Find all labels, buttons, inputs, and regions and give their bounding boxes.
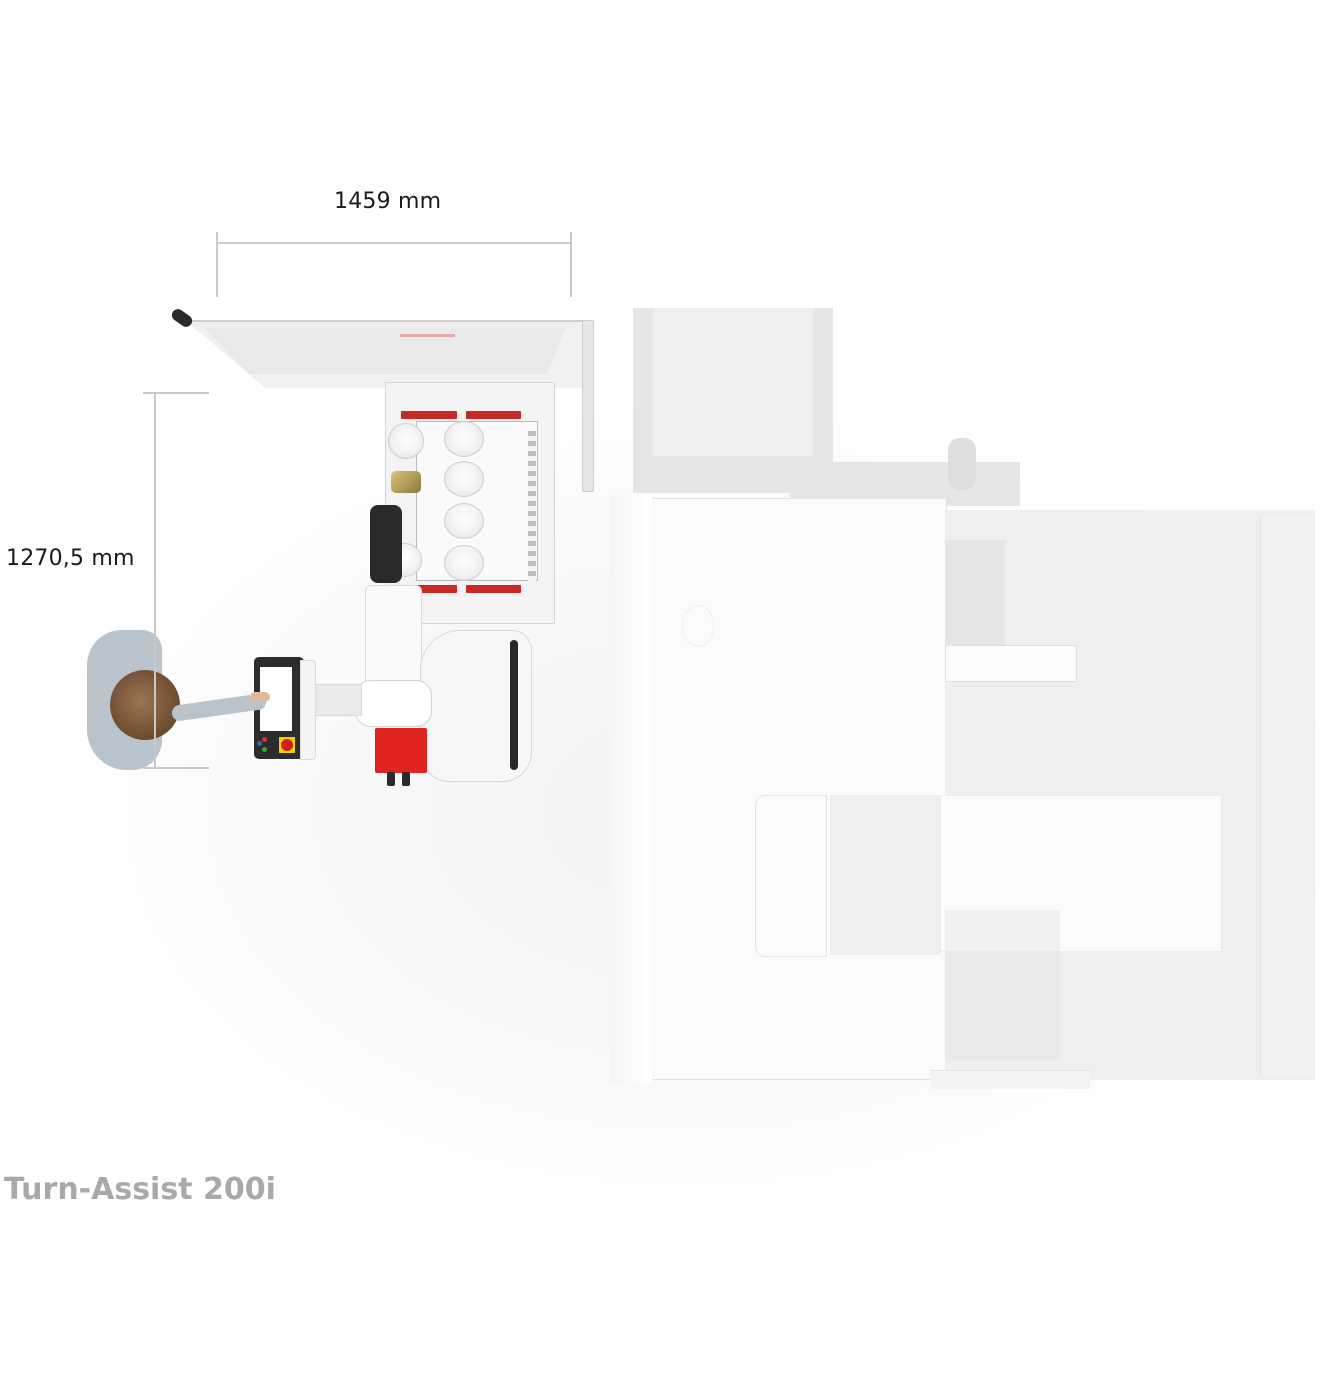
machine-right-panel (1260, 515, 1313, 1075)
parts-drawer (385, 382, 555, 624)
width-dimension-label: 1459 mm (334, 189, 442, 214)
robot-upper-arm (365, 585, 422, 697)
status-led-green (262, 747, 267, 752)
machine-spindle-cover (755, 795, 827, 957)
status-led-blue (257, 741, 262, 746)
robot-joint (355, 680, 432, 727)
machine-knob (948, 438, 976, 490)
operator (82, 622, 272, 772)
cnc-machine (590, 300, 1333, 1130)
emergency-stop-button (281, 739, 293, 751)
machine-column (945, 540, 1005, 645)
status-led-red (262, 737, 267, 742)
depth-dimension-label: 1270,5 mm (6, 546, 135, 571)
machine-hole (682, 605, 714, 647)
robot-arm (350, 500, 540, 790)
robot-cable (510, 640, 518, 770)
operator-head (110, 670, 180, 740)
machine-ledge (945, 645, 1077, 682)
gripper-nozzle (402, 772, 410, 786)
door-red-label (400, 334, 455, 337)
drawer-red-strip-bottom-left (401, 585, 457, 593)
machine-top-inner (653, 308, 813, 456)
machine-bottom-block (945, 910, 1060, 1060)
control-panel-back (300, 660, 316, 760)
drawer-red-strip-top-right (466, 411, 521, 419)
gripper-fingers (391, 471, 421, 493)
workpiece-disk (444, 503, 484, 539)
door-side-post (582, 320, 594, 492)
gripper-housing (375, 728, 427, 773)
depth-dimension-tick-bottom (143, 767, 209, 769)
door-window (205, 328, 565, 374)
workpiece-disk (388, 423, 424, 459)
door-handle (169, 306, 195, 330)
machine-rail (930, 1070, 1090, 1089)
cell-door (169, 306, 595, 492)
workpiece-disk (444, 545, 484, 581)
width-dimension-line (216, 242, 572, 244)
width-dimension-tick-left (216, 232, 218, 297)
operator-hand (250, 692, 270, 702)
robot-wrist-dark (370, 505, 402, 583)
slot-markers (528, 431, 536, 581)
product-name: Turn-Assist 200i (4, 1172, 276, 1207)
machine-main-body (650, 498, 947, 1080)
workpiece-disk (444, 421, 484, 457)
gripper-nozzle (387, 772, 395, 786)
machine-left-wall (610, 495, 652, 1085)
width-dimension-tick-right (570, 232, 572, 297)
depth-dimension-tick-top (143, 392, 209, 394)
machine-chuck-area (830, 795, 940, 955)
drawer-red-strip-bottom-right (466, 585, 521, 593)
workpiece-disk (444, 461, 484, 497)
depth-dimension-line (154, 392, 156, 768)
drawer-red-strip-top-left (401, 411, 457, 419)
